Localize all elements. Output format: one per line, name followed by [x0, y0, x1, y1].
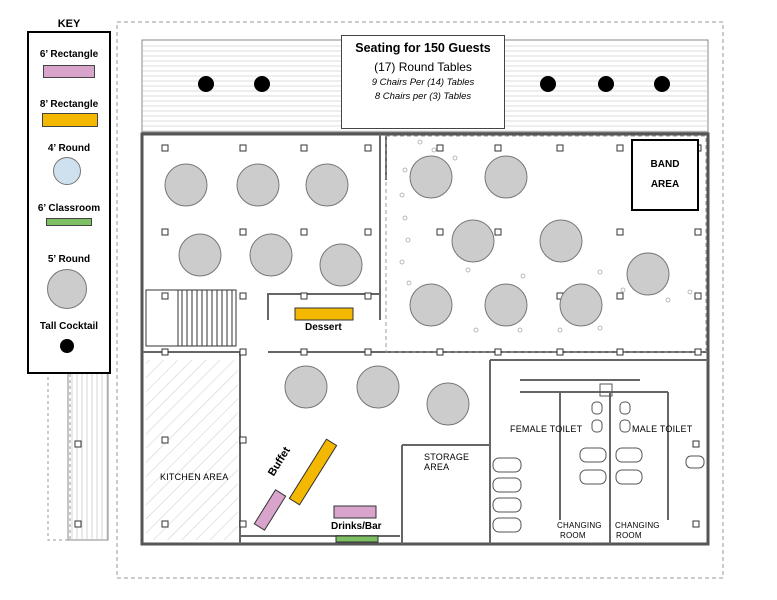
key-label-6-rect: 6’ Rectangle	[39, 49, 99, 60]
buffet-tables[interactable]	[253, 438, 338, 531]
chair-markers	[399, 139, 693, 333]
key-swatch-6-classroom	[46, 218, 92, 226]
entry-deck-planks	[71, 342, 108, 540]
seating-line-1: 9 Chairs Per (14) Tables	[371, 77, 475, 88]
drinks-bar-label: Drinks/Bar	[331, 521, 382, 532]
band-label-1: BAND	[650, 159, 680, 170]
female-toilet-label: FEMALE TOILET	[510, 424, 583, 434]
dashed-partition	[385, 135, 707, 353]
changing-room-1-label-2: ROOM	[560, 531, 586, 540]
key-label-4-round: 4’ Round	[47, 143, 91, 154]
band-area[interactable]: BAND AREA	[631, 139, 699, 211]
legend-key: 6’ Rectangle 8’ Rectangle 4’ Round 6’ Cl…	[27, 31, 111, 374]
round-tables	[164, 155, 670, 426]
seating-title: Seating for 150 Guests	[355, 41, 491, 55]
changing-room-1-label-1: CHANGING	[557, 521, 602, 530]
dessert-table[interactable]	[294, 307, 354, 321]
seating-subtitle: (17) Round Tables	[374, 60, 472, 74]
key-label-5-round: 5’ Round	[47, 254, 91, 265]
male-toilet-label: MALE TOILET	[632, 424, 693, 434]
seating-info-box: Seating for 150 Guests (17) Round Tables…	[341, 35, 505, 129]
cocktail-tables	[198, 76, 670, 92]
storage-label-1: STORAGE	[424, 452, 470, 462]
key-swatch-tall-cocktail	[60, 339, 74, 353]
site-boundary	[116, 21, 724, 579]
key-label-6-classroom: 6’ Classroom	[37, 203, 101, 214]
toilet-fixtures	[492, 383, 705, 533]
building-walls	[140, 132, 710, 546]
key-swatch-5-round	[47, 269, 87, 309]
key-label-tall-cocktail: Tall Cocktail	[39, 321, 99, 332]
key-swatch-4-round	[53, 157, 81, 185]
storage-label-2: AREA	[424, 462, 450, 472]
seating-line-2: 8 Chairs per (3) Tables	[374, 91, 472, 102]
key-label-8-rect: 8’ Rectangle	[39, 99, 99, 110]
staircase	[145, 289, 237, 347]
dessert-label: Dessert	[305, 322, 342, 333]
interior-walls	[142, 134, 708, 544]
changing-room-2-label-1: CHANGING	[615, 521, 660, 530]
key-title: KEY	[57, 18, 81, 30]
band-label-2: AREA	[650, 179, 680, 190]
kitchen-label: KITCHEN AREA	[160, 472, 229, 482]
key-swatch-8-rect	[42, 113, 98, 127]
changing-room-2-label-2: ROOM	[616, 531, 642, 540]
bar-table[interactable]	[333, 505, 377, 519]
key-swatch-6-rect	[43, 65, 95, 78]
bar-classroom-table[interactable]	[335, 535, 379, 543]
kitchen-hatch	[146, 360, 238, 540]
